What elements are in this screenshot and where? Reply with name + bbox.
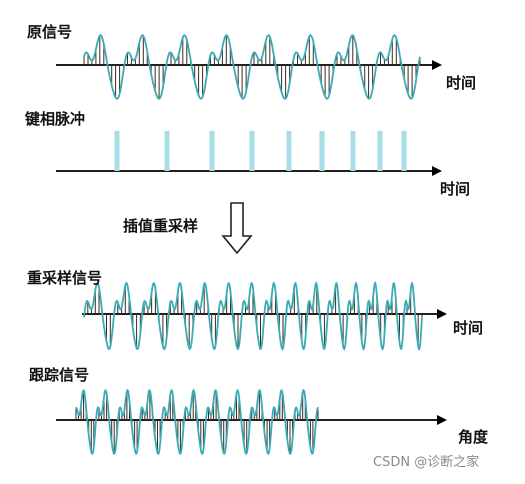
- keyphase-pulse: [319, 131, 325, 171]
- time-axis-3-arrowhead: [437, 309, 447, 319]
- angle-axis-arrowhead: [437, 415, 447, 425]
- keyphase-pulse-plot: [56, 131, 442, 176]
- angle-axis-label: 角度: [458, 428, 489, 446]
- resampled-signal-label: 重采样信号: [27, 269, 103, 287]
- keyphase-pulse: [209, 131, 215, 171]
- resampled-signal-waveform: [83, 280, 423, 352]
- keyphase-pulse: [164, 131, 170, 171]
- time-axis-1-arrowhead: [432, 60, 442, 70]
- keyphase-pulses: [114, 131, 407, 171]
- interpolate-resample-label: 插值重采样: [123, 217, 199, 235]
- time-axis-2-label: 时间: [440, 180, 471, 198]
- keyphase-pulse: [114, 131, 120, 171]
- time-axis-3-label: 时间: [453, 319, 484, 337]
- tracking-signal-plot: [56, 388, 447, 456]
- original-signal-samples: [83, 35, 421, 99]
- keyphase-pulse: [401, 131, 407, 171]
- keyphase-pulse: [350, 131, 356, 171]
- original-signal-label: 原信号: [27, 23, 73, 41]
- down-arrow-outline-icon: [221, 202, 253, 255]
- keyphase-pulse: [286, 131, 292, 171]
- tracking-signal-label: 跟踪信号: [29, 366, 90, 384]
- time-axis-1-label: 时间: [446, 74, 477, 92]
- original-signal-plot: [56, 34, 442, 100]
- watermark: CSDN @诊断之家: [373, 455, 480, 470]
- original-signal-waveform: [83, 34, 421, 100]
- tracking-signal-waveform: [75, 388, 319, 456]
- keyphase-pulse: [249, 131, 255, 171]
- time-axis-2-arrowhead: [432, 166, 442, 176]
- resampled-signal-plot: [82, 280, 447, 352]
- keyphase-pulse: [377, 131, 383, 171]
- keyphase-pulse-label: 键相脉冲: [25, 110, 86, 128]
